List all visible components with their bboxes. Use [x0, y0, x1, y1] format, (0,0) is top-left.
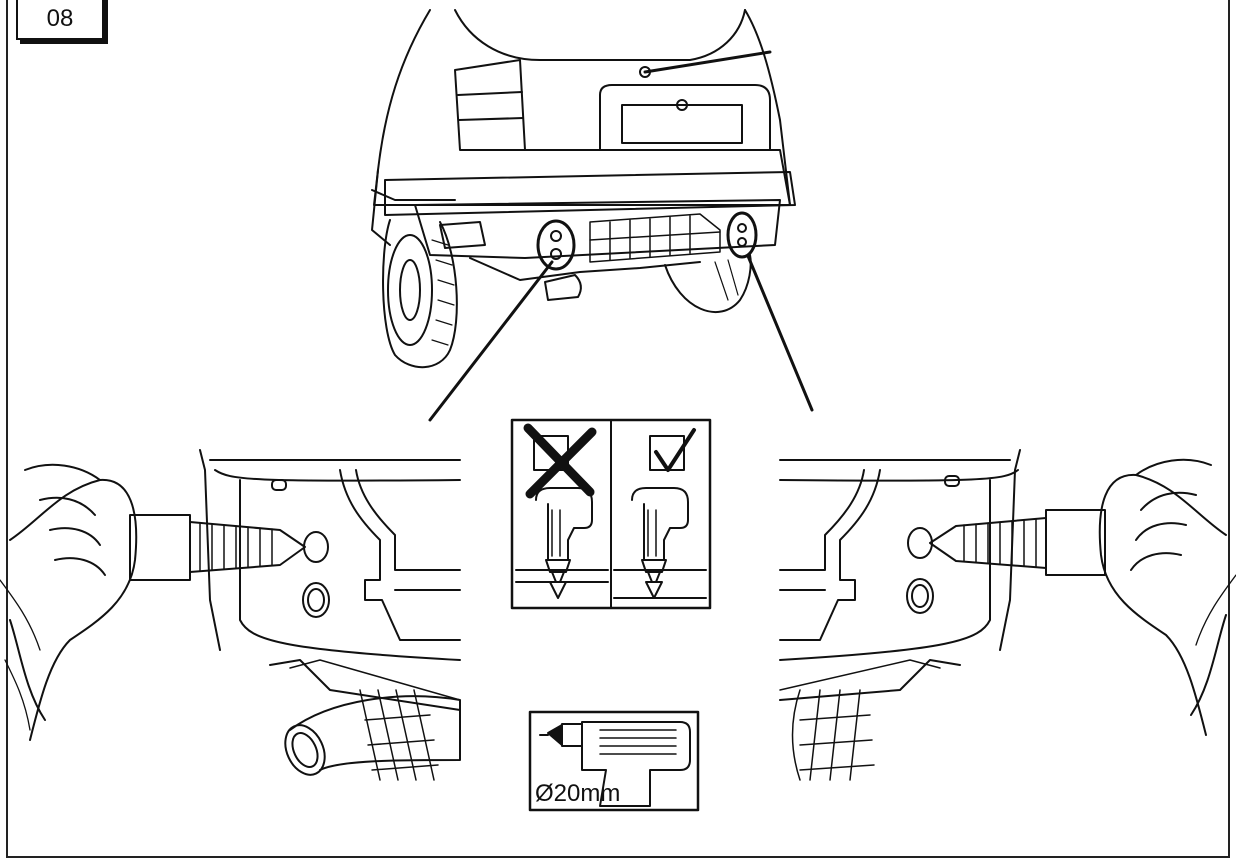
- diagram-frame: [6, 0, 1230, 858]
- leader-line-right: [746, 254, 814, 412]
- step-number-badge: 08: [16, 0, 104, 40]
- leader-line-left: [428, 260, 554, 422]
- right-drilling-detail: [779, 449, 1236, 781]
- car-rear-view: [371, 9, 796, 369]
- drill-usage-panel: [510, 418, 712, 610]
- drill-icon: [535, 487, 593, 561]
- step-number: 08: [46, 5, 74, 32]
- correct-example: [613, 428, 707, 599]
- left-drilling-detail: [0, 449, 461, 781]
- cross-icon: [523, 423, 597, 499]
- check-icon: [654, 428, 696, 472]
- drill-size-box: [528, 710, 700, 812]
- wrong-example: [515, 423, 609, 599]
- drill-icon: [539, 721, 691, 807]
- drill-diameter-label: Ø20mm: [535, 780, 621, 807]
